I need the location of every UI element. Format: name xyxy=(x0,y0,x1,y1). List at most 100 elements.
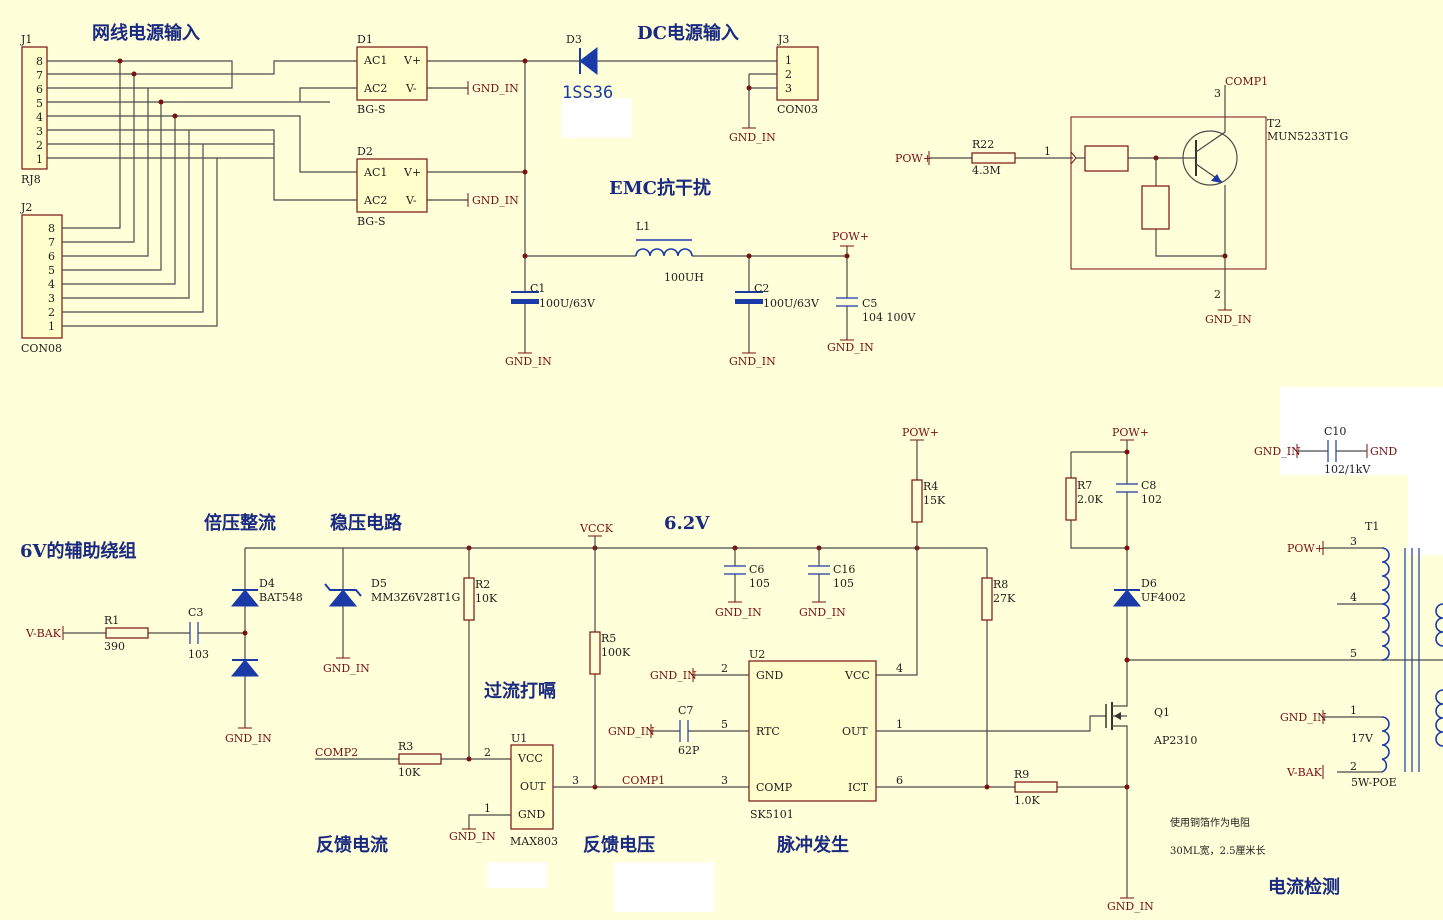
net-gnd-in: GND_IN xyxy=(799,606,846,619)
u1-pin-out: OUT xyxy=(520,780,546,793)
net-gnd-in: GND_IN xyxy=(323,662,370,675)
u2-pin-rtc: RTC xyxy=(756,725,780,738)
r3-value: 10K xyxy=(398,766,421,779)
u1-pin3: 3 xyxy=(572,774,579,787)
r7-value: 2.0K xyxy=(1077,493,1103,506)
c1-value: 100U/63V xyxy=(539,297,596,310)
j3-pin-label: 2 xyxy=(785,68,792,81)
c8-ref: C8 xyxy=(1141,479,1156,492)
u2-pin-gnd: GND xyxy=(756,669,783,682)
q1-value: AP2310 xyxy=(1153,734,1197,747)
j3-wiring xyxy=(748,73,777,128)
t1-value: 5W-POE xyxy=(1351,776,1397,789)
bridge-wiring xyxy=(299,58,560,256)
j1-body xyxy=(21,46,48,170)
heading-doubler: 倍压整流 xyxy=(204,512,276,534)
net-gnd-in: GND_IN xyxy=(1254,445,1301,458)
d1-value: BG-S xyxy=(357,103,386,116)
j3-ref: J3 xyxy=(777,33,789,46)
j2-pin-label: 8 xyxy=(48,222,55,235)
aux-rectifier: V-BAK R1 390 C3 103 D4 BAT548 GND_IN xyxy=(25,548,303,745)
u2-pin1: 1 xyxy=(896,718,903,731)
heading-6v2: 6.2V xyxy=(664,513,710,534)
u1-pin-vcc: VCC xyxy=(517,752,543,765)
ic-u2: U2 GND RTC COMP VCC OUT ICT SK5101 2 GND… xyxy=(608,648,1127,821)
c6-value: 105 xyxy=(749,577,770,590)
net-gnd-in: GND_IN xyxy=(1107,900,1154,913)
c3-value: 103 xyxy=(188,648,209,661)
net-pow-plus: POW+ xyxy=(832,230,869,243)
d2-value: BG-S xyxy=(357,215,386,228)
c7-value: 62P xyxy=(678,744,700,757)
heading-pulse: 脉冲发生 xyxy=(776,834,849,856)
d4-ref: D4 xyxy=(259,577,275,590)
d6-ref: D6 xyxy=(1141,577,1157,590)
j2-pin-label: 5 xyxy=(48,264,55,277)
net-gnd-in: GND_IN xyxy=(472,82,519,95)
net-gnd-in: GND_IN xyxy=(1280,711,1327,724)
net-pow-plus: POW+ xyxy=(1112,426,1149,439)
j1-pin-label: 4 xyxy=(36,111,43,124)
d2-ref: D2 xyxy=(357,145,373,158)
j2-pin-label: 7 xyxy=(48,236,55,249)
c7-ref: C7 xyxy=(678,704,693,717)
c2-ref: C2 xyxy=(754,282,769,295)
transistor-t2: POW+ R22 4.3M 1 3 2 T2 MUN5233T1G COMP1 … xyxy=(895,75,1348,326)
j2-body xyxy=(21,214,63,339)
t1-pin5: 5 xyxy=(1350,647,1357,660)
c5-ref: C5 xyxy=(862,297,877,310)
d1-pin-ac1: AC1 xyxy=(363,54,387,67)
net-gnd-in: GND_IN xyxy=(1205,313,1252,326)
d4-value: BAT548 xyxy=(259,591,303,604)
heading-current-detect: 电流检测 xyxy=(1268,876,1340,898)
r2-ref: R2 xyxy=(475,578,490,591)
d1-pin-vplus: V+ xyxy=(403,54,421,67)
heading-feedback-voltage: 反馈电压 xyxy=(583,834,655,856)
r5-ref: R5 xyxy=(601,632,616,645)
d6-value: UF4002 xyxy=(1141,591,1186,604)
t2-pin3: 3 xyxy=(1214,87,1221,100)
j3-value: CON03 xyxy=(777,103,818,116)
net-pow-plus: POW+ xyxy=(895,152,932,165)
j1-pin-label: 2 xyxy=(36,139,43,152)
c3-ref: C3 xyxy=(188,606,203,619)
net-comp1: COMP1 xyxy=(622,774,665,787)
u2-pin-comp: COMP xyxy=(756,781,793,794)
u2-pin-out: OUT xyxy=(842,725,868,738)
u2-pin3: 3 xyxy=(721,774,728,787)
c2-value: 100U/63V xyxy=(763,297,820,310)
r4-value: 15K xyxy=(923,494,946,507)
t1-pin3: 3 xyxy=(1350,535,1357,548)
net-gnd-in: GND_IN xyxy=(449,830,496,843)
transformer-t1: T1 POW+ 3 4 5 GND_IN 1 2 17V V-BAK 5W-PO… xyxy=(1280,520,1443,789)
net-pow-plus: POW+ xyxy=(902,426,939,439)
u2-pin2: 2 xyxy=(721,662,728,675)
shunt-note-2: 30ML宽，2.5厘米长 xyxy=(1170,844,1266,857)
d2-pin-ac2: AC2 xyxy=(363,194,387,207)
connector-j3: J3 1 2 3 CON03 xyxy=(776,33,819,116)
c6-ref: C6 xyxy=(749,563,764,576)
blank-patch xyxy=(614,862,714,912)
t1-pin1: 1 xyxy=(1350,704,1357,717)
overcurrent-block: R2 10K COMP2 R3 10K 2 U1 VCC OUT GND MAX… xyxy=(315,548,749,848)
u2-pin6: 6 xyxy=(896,774,903,787)
c1-ref: C1 xyxy=(530,282,545,295)
connector-j1: J1 RJ8 8 7 6 5 4 3 2 1 xyxy=(20,33,48,186)
j2-pin-label: 2 xyxy=(48,306,55,319)
net-gnd: GND xyxy=(1370,445,1397,458)
rj8-wiring xyxy=(47,58,330,327)
net-gnd-in: GND_IN xyxy=(505,355,552,368)
j3-body xyxy=(776,46,819,101)
heading-net-input: 网线电源输入 xyxy=(92,22,200,44)
net-gnd-in: GND_IN xyxy=(608,725,655,738)
d3-value: 1SS36 xyxy=(562,83,613,103)
j1-pin-label: 3 xyxy=(36,125,43,138)
j2-value: CON08 xyxy=(21,342,62,355)
r22-ref: R22 xyxy=(972,138,994,151)
r1-value: 390 xyxy=(104,640,125,653)
t2-pin2: 2 xyxy=(1214,288,1221,301)
blank-patch xyxy=(562,98,632,138)
l1-value: 100UH xyxy=(664,271,704,284)
heading-feedback-current: 反馈电流 xyxy=(316,834,388,856)
